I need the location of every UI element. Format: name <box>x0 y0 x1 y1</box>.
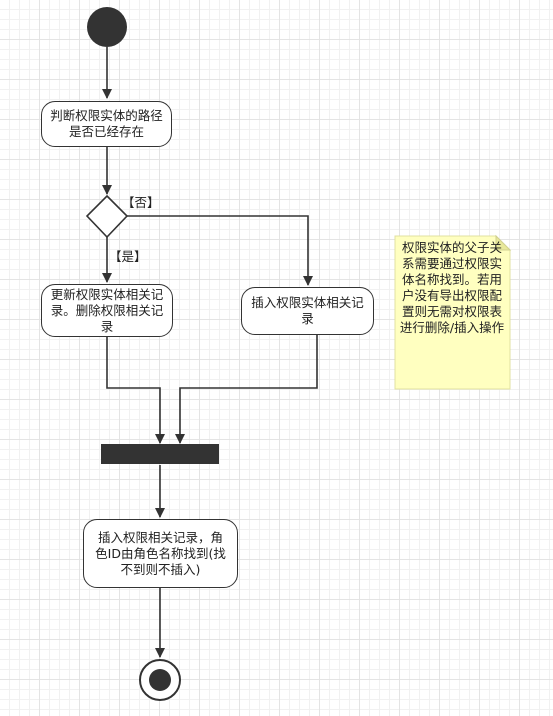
guard-no: 【否】 <box>122 195 160 210</box>
action-insert-permission[interactable]: 插入权限相关记录，角色ID由角色名称找到(找不到则不插入) <box>83 519 238 588</box>
action-insert-entity[interactable]: 插入权限实体相关记录 <box>241 287 374 335</box>
edge-decision-no <box>127 215 313 286</box>
edge-update-to-fork <box>106 336 165 444</box>
join-bar[interactable] <box>101 444 219 464</box>
note-fold <box>495 234 512 251</box>
note-text: 权限实体的父子关系需要通过权限实体名称找到。若用户没有导出权限配置则无需对权限表… <box>399 240 505 335</box>
guard-yes: 【是】 <box>109 249 147 264</box>
initial-node[interactable] <box>87 7 127 47</box>
edge-insert-to-fork <box>175 335 318 444</box>
final-node-inner <box>149 669 171 691</box>
note-shape[interactable] <box>394 235 511 390</box>
decision-node[interactable] <box>85 194 129 239</box>
action-check-path[interactable]: 判断权限实体的路径是否已经存在 <box>41 101 172 147</box>
action-update-records[interactable]: 更新权限实体相关记录。删除权限相关记录 <box>41 284 173 337</box>
